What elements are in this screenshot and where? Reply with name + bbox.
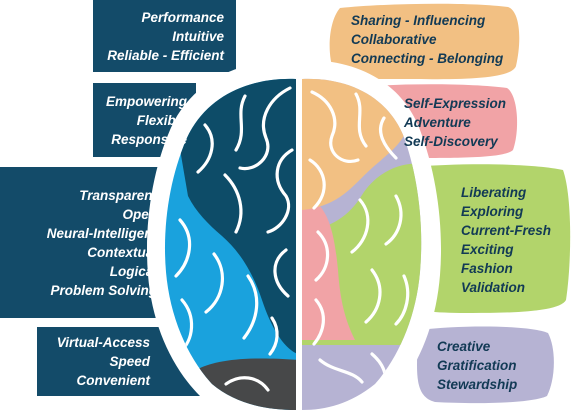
- label-line: Flexible: [136, 112, 187, 128]
- label-line: Reliable - Efficient: [107, 47, 224, 63]
- label-line: Liberating: [461, 185, 527, 200]
- label-line: Transparent: [79, 187, 157, 203]
- label-sharing: Sharing - Influencing Collaborative Conn…: [351, 6, 516, 72]
- label-line: Exploring: [461, 204, 524, 219]
- label-line: Performance: [141, 9, 224, 25]
- label-self-expression: Self-Expression Adventure Self-Discovery: [404, 88, 514, 156]
- hemisphere-divider: [296, 60, 302, 414]
- label-virtual-access: Virtual-Access Speed Convenient: [37, 327, 150, 396]
- label-line: Problem Solving: [50, 282, 157, 298]
- label-line: Creative: [437, 338, 491, 354]
- label-line: Stewardship: [437, 376, 518, 392]
- label-line: Convenient: [76, 373, 150, 388]
- label-line: Contextual: [87, 244, 157, 260]
- label-line: Open: [122, 206, 157, 222]
- label-line: Fashion: [461, 261, 513, 276]
- label-line: Self-Expression: [404, 95, 507, 111]
- label-transparent: Transparent Open Neural-Intelligent Cont…: [0, 167, 157, 318]
- label-line: Connecting - Belonging: [351, 50, 504, 66]
- blob-creative: [417, 326, 554, 404]
- label-line: Exciting: [461, 242, 514, 257]
- label-line: Logical: [109, 263, 157, 279]
- label-line: Adventure: [404, 114, 471, 130]
- label-line: Responsive: [111, 131, 187, 147]
- blob-sharing: [329, 3, 520, 80]
- blob-liberating: [404, 164, 571, 313]
- label-line: Current-Fresh: [461, 223, 552, 238]
- label-creative: Creative Gratification Stewardship: [437, 335, 547, 395]
- label-line: Self-Discovery: [404, 133, 498, 149]
- label-line: Virtual-Access: [56, 335, 150, 350]
- label-liberating: Liberating Exploring Current-Fresh Excit…: [461, 180, 566, 300]
- right-region-pink: [302, 196, 355, 340]
- label-line: Validation: [461, 280, 526, 295]
- box-performance: [93, 0, 236, 72]
- label-empowering: Empowering Flexible Responsive: [93, 83, 187, 157]
- label-performance: Performance Intuitive Reliable - Efficie…: [93, 0, 224, 72]
- label-line: Collaborative: [351, 31, 437, 47]
- label-line: Speed: [109, 354, 150, 369]
- label-line: Intuitive: [172, 28, 224, 44]
- label-line: Gratification: [437, 357, 517, 373]
- label-line: Empowering: [105, 93, 187, 109]
- box-transparent: [0, 167, 166, 318]
- label-line: Sharing - Influencing: [351, 12, 486, 28]
- label-line: Neural-Intelligent: [46, 225, 157, 241]
